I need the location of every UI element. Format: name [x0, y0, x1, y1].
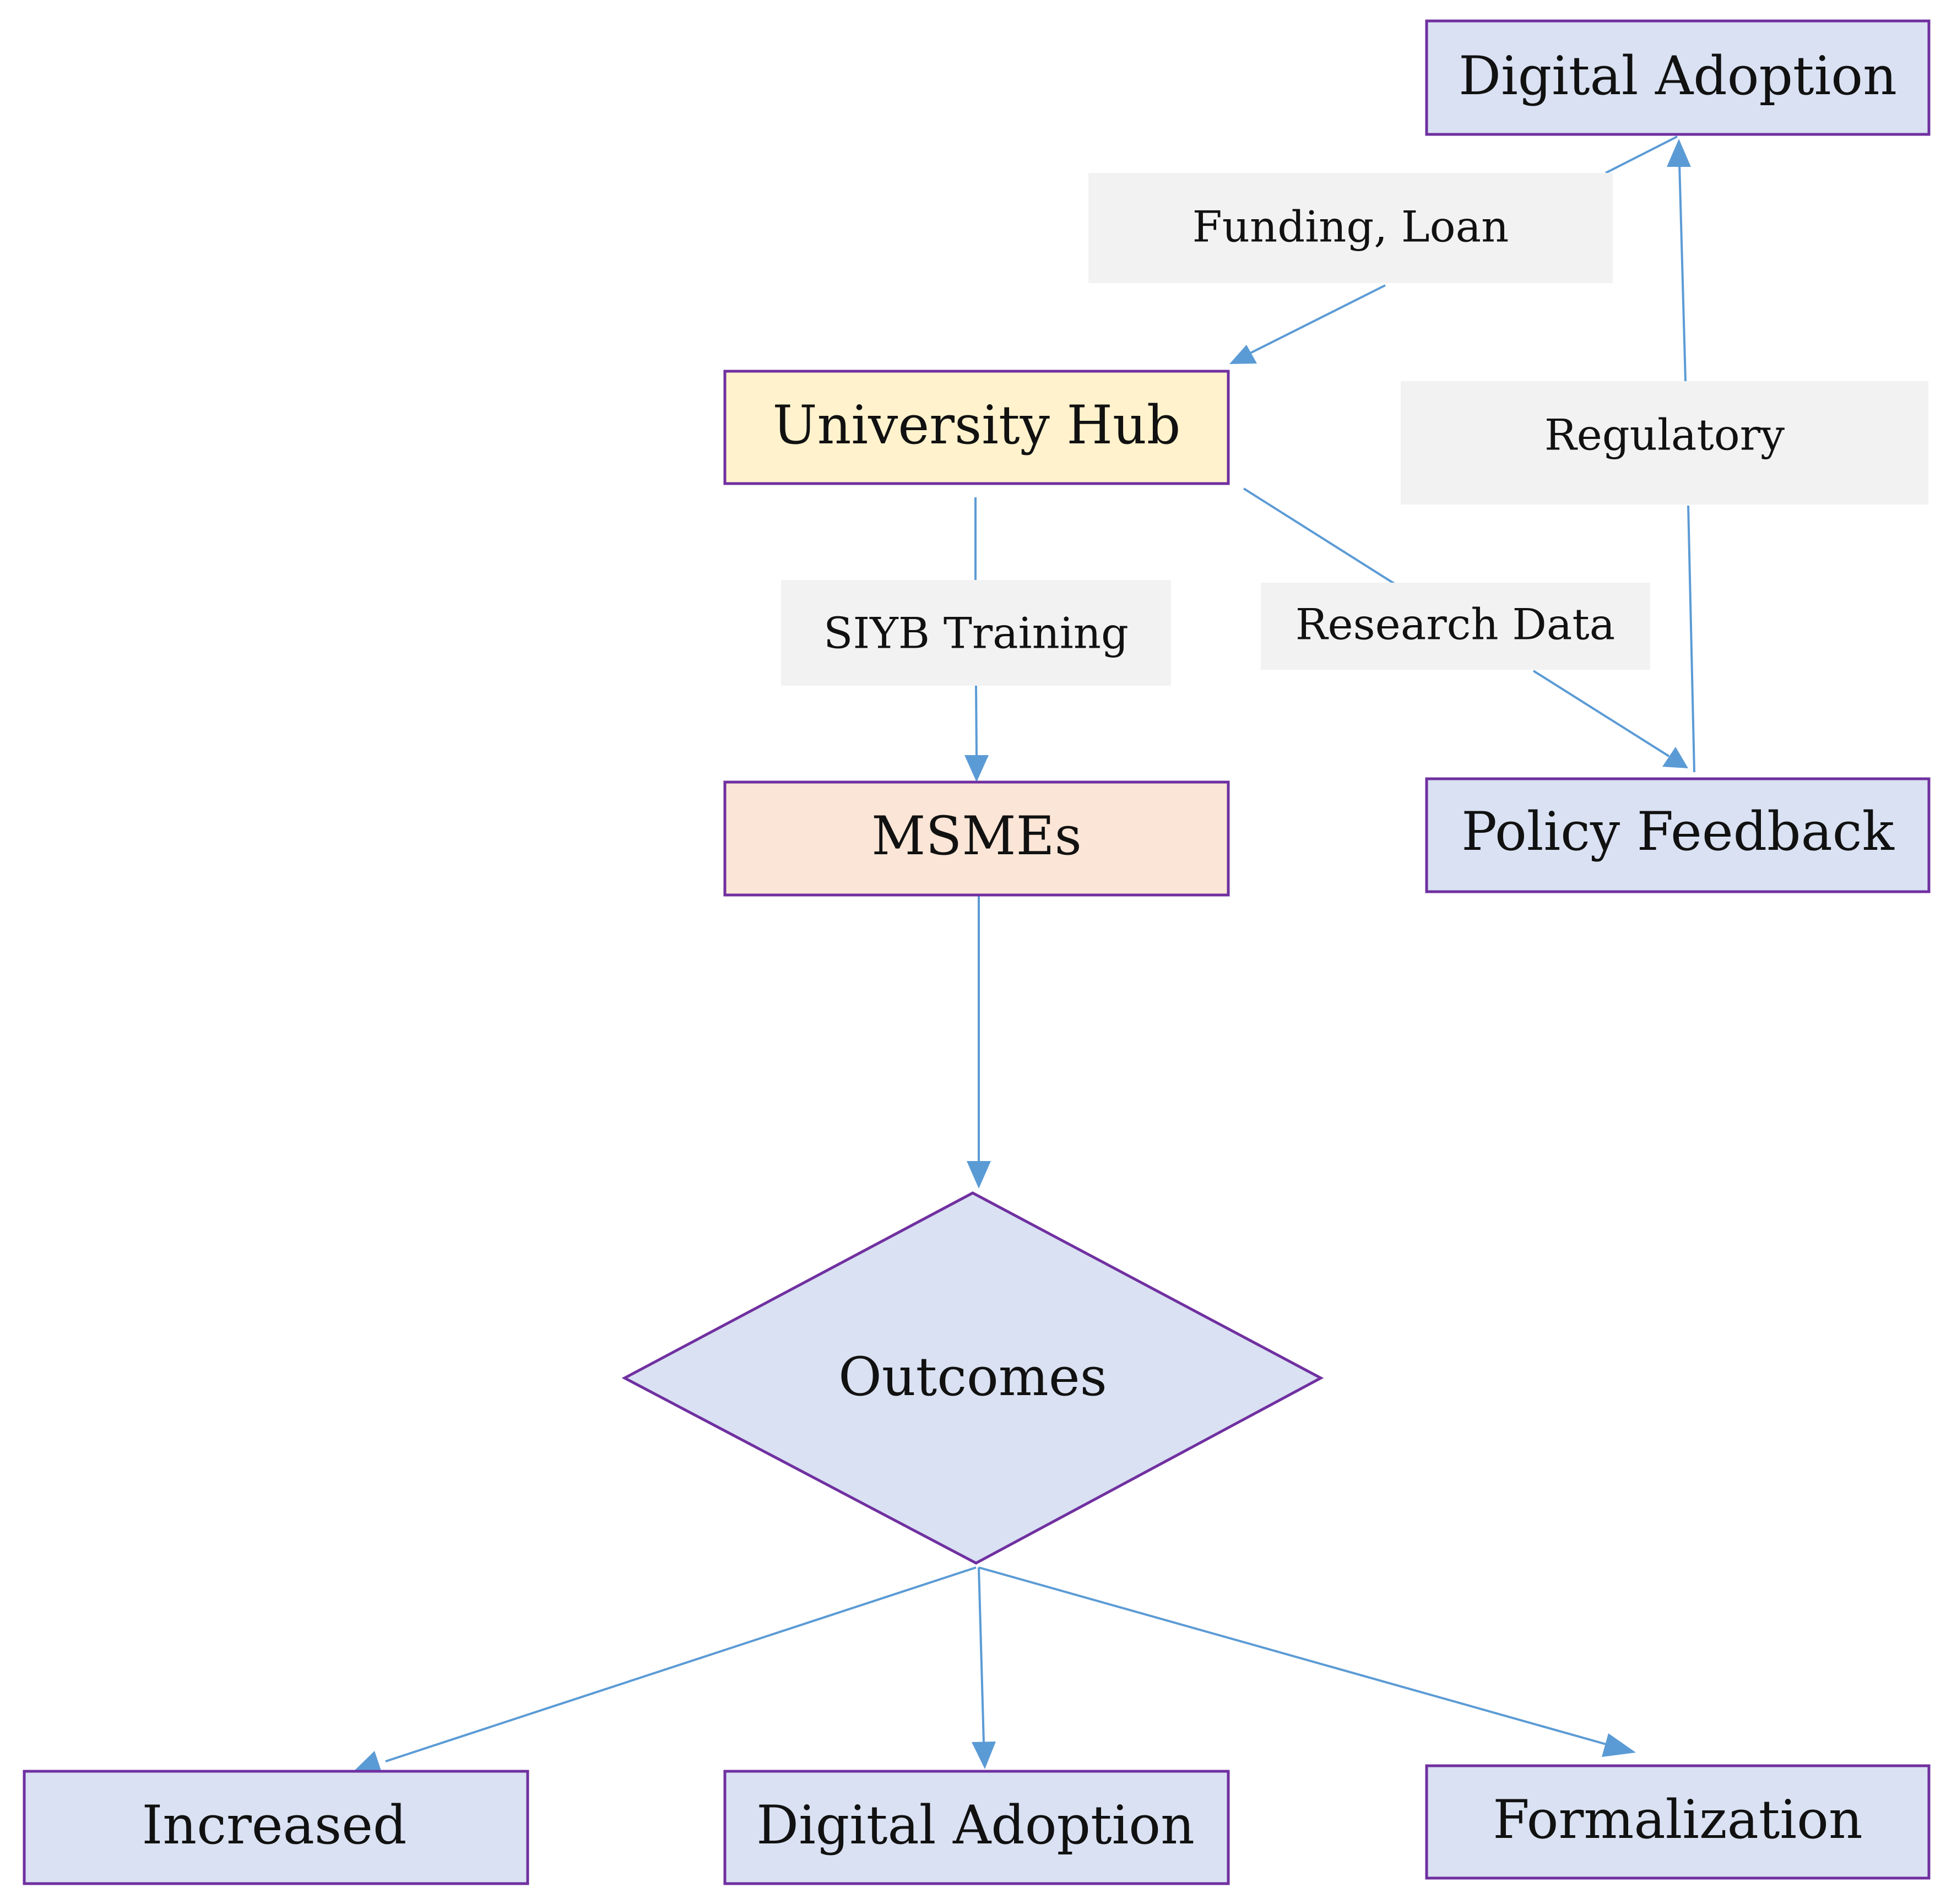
- node-university-hub-box: [723, 370, 1230, 485]
- edge-label-research-data-text: Research Data: [1295, 600, 1615, 650]
- edge-label-research-data: Research Data: [1261, 583, 1650, 670]
- edge-outcomes-formalization: [978, 1566, 1607, 1745]
- edge-label-siyb-training-box: [781, 580, 1171, 686]
- edge-label-funding-loan-box: [1088, 173, 1613, 283]
- node-university-hub: University Hub: [723, 370, 1230, 485]
- node-formalization-box: [1425, 1764, 1931, 1880]
- node-digital-adoption-bottom: Digital Adoption: [723, 1770, 1230, 1885]
- node-msmes: MSMEs: [723, 780, 1230, 897]
- arrowhead-to-msmes: [964, 755, 989, 782]
- edge-funding-top: [1605, 135, 1678, 174]
- node-policy-feedback-label: Policy Feedback: [1461, 801, 1894, 863]
- arrowhead-to-outcomes: [967, 1161, 991, 1189]
- edge-research-top: [1243, 487, 1396, 585]
- node-digital-adoption-top-label: Digital Adoption: [1459, 45, 1897, 107]
- edge-label-siyb-training: SIYB Training: [781, 580, 1171, 686]
- edge-regulatory-bottom: [1687, 505, 1695, 773]
- node-formalization: Formalization: [1425, 1764, 1931, 1880]
- edge-label-funding-loan: Funding, Loan: [1088, 173, 1613, 283]
- edge-label-funding-loan-text: Funding, Loan: [1192, 203, 1509, 252]
- node-digital-adoption-bottom-box: [723, 1770, 1230, 1885]
- arrowhead-to-digital-adoption-top: [1667, 139, 1691, 167]
- arrowhead-to-increased: [353, 1751, 382, 1774]
- node-digital-adoption-bottom-label: Digital Adoption: [756, 1794, 1195, 1856]
- node-digital-adoption-top-box: [1425, 19, 1931, 136]
- node-increased-box: [23, 1770, 529, 1885]
- node-outcomes: Outcomes: [621, 1191, 1324, 1565]
- arrowhead-to-formalization: [1602, 1733, 1636, 1757]
- edge-label-regulatory: Regulatory: [1401, 381, 1928, 505]
- edge-regulatory-top: [1678, 164, 1687, 382]
- arrowhead-to-policy-feedback: [1662, 747, 1688, 768]
- node-digital-adoption-top: Digital Adoption: [1425, 19, 1931, 136]
- edge-label-regulatory-text: Regulatory: [1544, 411, 1785, 460]
- edge-research-bottom: [1532, 670, 1670, 757]
- node-msmes-label: MSMEs: [871, 805, 1082, 867]
- edge-outcomes-digital-adoption: [978, 1567, 985, 1744]
- node-formalization-label: Formalization: [1493, 1789, 1862, 1851]
- edge-label-siyb-training-text: SIYB Training: [823, 609, 1129, 659]
- arrowhead-to-university-hub: [1229, 345, 1257, 364]
- node-outcomes-label: Outcomes: [838, 1346, 1107, 1408]
- node-policy-feedback: Policy Feedback: [1425, 777, 1931, 893]
- node-university-hub-label: University Hub: [773, 394, 1181, 456]
- edge-siyb-bottom: [975, 685, 978, 756]
- edge-label-regulatory-box: [1401, 381, 1928, 505]
- node-increased: Increased: [23, 1770, 529, 1885]
- node-policy-feedback-box: [1425, 777, 1931, 893]
- edge-label-research-data-box: [1261, 583, 1650, 670]
- edge-funding-bottom: [1249, 284, 1386, 355]
- node-msmes-box: [723, 780, 1230, 897]
- edge-outcomes-increased: [385, 1566, 977, 1762]
- node-outcomes-diamond: [621, 1191, 1324, 1565]
- node-increased-label: Increased: [142, 1794, 407, 1856]
- arrowhead-to-digital-adoption-bottom: [972, 1742, 996, 1769]
